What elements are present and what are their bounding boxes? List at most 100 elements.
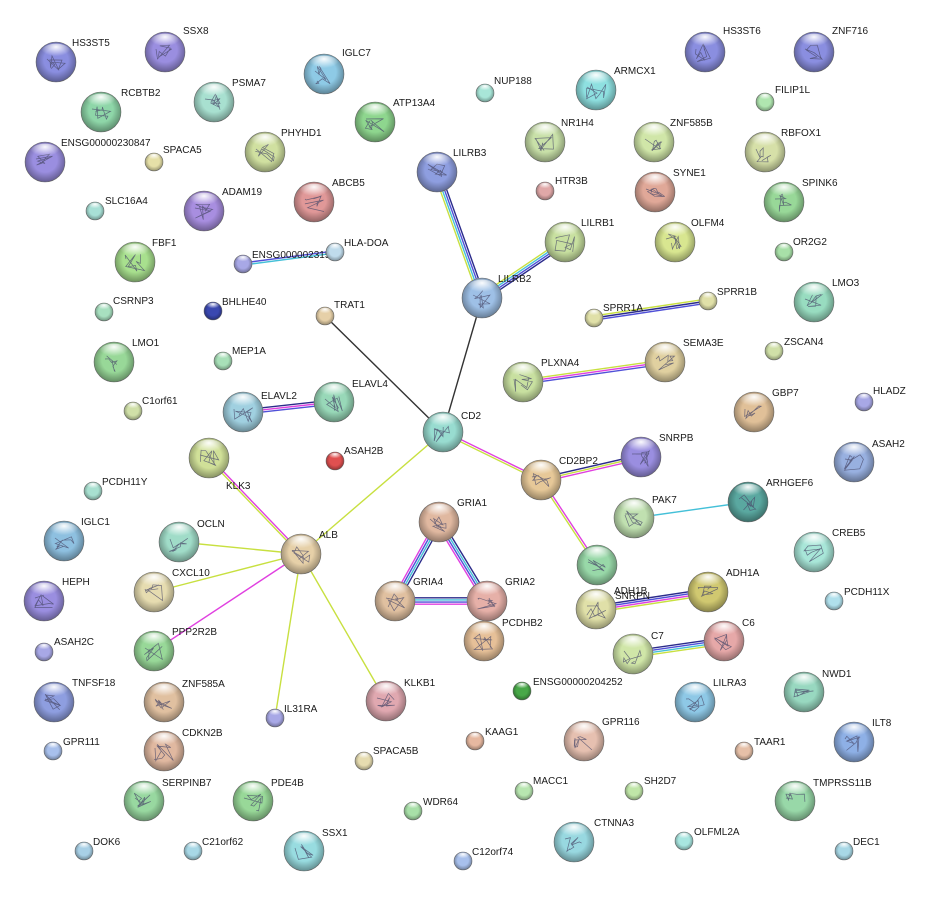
- node-kaag1[interactable]: KAAG1: [465, 727, 519, 751]
- node-lmo1[interactable]: LMO1: [93, 338, 160, 383]
- node-c21orf62[interactable]: C21orf62: [183, 837, 244, 861]
- node-lmo3[interactable]: LMO3: [793, 278, 860, 323]
- node-wdr64[interactable]: WDR64: [403, 797, 458, 821]
- node-fbf1[interactable]: FBF1: [114, 238, 177, 283]
- node-hladz[interactable]: HLADZ: [854, 386, 906, 412]
- node-adh1b[interactable]: ADH1B: [575, 586, 648, 630]
- node-ssx1[interactable]: SSX1: [283, 828, 348, 872]
- node-tmprss11b[interactable]: TMPRSS11B: [774, 778, 872, 822]
- node-znf585a[interactable]: ZNF585A: [143, 679, 225, 723]
- node-gria4[interactable]: GRIA4: [374, 577, 443, 622]
- node-rbfox1[interactable]: RBFOX1: [744, 128, 821, 173]
- node-lilra3[interactable]: LILRA3: [674, 678, 747, 723]
- node-iglc7[interactable]: IGLC7: [303, 48, 371, 95]
- node-c6[interactable]: C6: [703, 618, 755, 662]
- node-plxna4[interactable]: PLXNA4: [502, 358, 580, 403]
- edge-CD2-ALB[interactable]: [300, 431, 444, 555]
- node-adam19[interactable]: ADAM19: [183, 187, 262, 232]
- node-elavl2[interactable]: ELAVL2: [222, 391, 297, 433]
- node-phyhd1[interactable]: PHYHD1: [244, 128, 322, 173]
- node-serpinb7[interactable]: SERPINB7: [123, 778, 212, 822]
- node-alb[interactable]: ALB: [280, 530, 338, 575]
- node-il31ra[interactable]: IL31RA: [265, 704, 318, 728]
- edge-KLK3-ALB[interactable]: [207, 456, 303, 556]
- node-elavl4[interactable]: ELAVL4: [313, 379, 388, 423]
- node-atp13a4[interactable]: ATP13A4: [354, 98, 435, 143]
- node-iglc1[interactable]: IGLC1: [43, 517, 110, 562]
- node-hla-doa[interactable]: HLA-DOA: [325, 238, 389, 262]
- node-lilrb2[interactable]: LILRB2: [461, 274, 532, 319]
- edge-ALB-IL31RA[interactable]: [274, 553, 302, 719]
- node-hs3st6[interactable]: HS3ST6: [684, 26, 761, 73]
- node-cxcl10[interactable]: CXCL10: [133, 568, 210, 613]
- edge-ALB-KLKB1[interactable]: [300, 553, 387, 702]
- node-nr1h4[interactable]: NR1H4: [524, 118, 594, 163]
- edge-LILRB2-CD2[interactable]: [442, 297, 483, 433]
- node-c1orf61[interactable]: C1orf61: [123, 396, 178, 421]
- node-spaca5b[interactable]: SPACA5B: [354, 746, 419, 771]
- node-znf716[interactable]: ZNF716: [793, 26, 869, 73]
- node-macc1[interactable]: MACC1: [514, 776, 568, 801]
- node-ensg00000231558[interactable]: ENSG00000231558: [233, 250, 342, 274]
- node-trat1[interactable]: TRAT1: [315, 300, 365, 326]
- node-asah2[interactable]: ASAH2: [833, 439, 905, 483]
- node-taar1[interactable]: TAAR1: [734, 737, 786, 761]
- node-abcb5[interactable]: ABCB5: [293, 178, 365, 223]
- node-creb5[interactable]: CREB5: [793, 528, 866, 573]
- node-or2g2[interactable]: OR2G2: [774, 237, 827, 262]
- edge-OCLN-ALB[interactable]: [178, 541, 302, 555]
- node-ssx8[interactable]: SSX8: [144, 26, 209, 73]
- node-sprr1a[interactable]: SPRR1A: [584, 303, 643, 328]
- node-mep1a[interactable]: MEP1A: [213, 346, 266, 371]
- node-cdkn2b[interactable]: CDKN2B: [143, 728, 223, 772]
- edge-ALB-PPP2R2B[interactable]: [153, 553, 302, 652]
- node-pak7[interactable]: PAK7: [613, 495, 677, 539]
- node-znf585b[interactable]: ZNF585B: [633, 118, 713, 163]
- node-nwd1[interactable]: NWD1: [783, 669, 852, 713]
- node-asah2b[interactable]: ASAH2B: [325, 446, 384, 471]
- edge-LILRB3-LILRB2[interactable]: [433, 170, 486, 300]
- node-olfml2a[interactable]: OLFML2A: [674, 827, 740, 851]
- node-dec1[interactable]: DEC1: [834, 837, 880, 861]
- node-pcdh11y[interactable]: PCDH11Y: [83, 477, 148, 501]
- node-nup188[interactable]: NUP188: [475, 76, 532, 103]
- node-bhlhe40[interactable]: BHLHE40: [203, 297, 267, 321]
- node-csrnp3[interactable]: CSRNP3: [94, 296, 154, 322]
- node-ensg00000204252[interactable]: ENSG00000204252: [512, 677, 623, 701]
- node-ocln[interactable]: OCLN: [158, 519, 225, 563]
- node-c12orf74[interactable]: C12orf74: [453, 847, 514, 871]
- node-sema3e[interactable]: SEMA3E: [644, 338, 724, 383]
- node-c7[interactable]: C7: [612, 631, 664, 675]
- node-adh1a[interactable]: ADH1A: [687, 568, 760, 613]
- node-dok6[interactable]: DOK6: [74, 837, 121, 861]
- node-filip1l[interactable]: FILIP1L: [755, 85, 810, 112]
- node-olfm4[interactable]: OLFM4: [654, 218, 725, 263]
- node-ilt8[interactable]: ILT8: [833, 718, 892, 763]
- node-sh2d7[interactable]: SH2D7: [624, 776, 677, 801]
- edge-CXCL10-ALB[interactable]: [153, 553, 302, 593]
- edge-ENSG00000231558-HLA-DOA[interactable]: [242, 250, 336, 266]
- node-hs3st5[interactable]: HS3ST5: [35, 38, 110, 83]
- node-spaca5[interactable]: SPACA5: [144, 145, 202, 172]
- node-snrpn[interactable]: SNRPN: [576, 544, 650, 602]
- node-htr3b[interactable]: HTR3B: [535, 176, 588, 201]
- node-gria1[interactable]: GRIA1: [418, 498, 487, 543]
- node-ensg00000230847[interactable]: ENSG00000230847: [24, 138, 151, 183]
- node-arhgef6[interactable]: ARHGEF6: [727, 478, 814, 523]
- node-rcbtb2[interactable]: RCBTB2: [80, 88, 161, 133]
- node-klk3[interactable]: KLK3: [188, 437, 251, 492]
- node-gpr111[interactable]: GPR111: [43, 737, 100, 761]
- node-gbp7[interactable]: GBP7: [733, 388, 799, 433]
- node-asah2c[interactable]: ASAH2C: [34, 637, 94, 662]
- node-klkb1[interactable]: KLKB1: [365, 678, 436, 722]
- node-ppp2r2b[interactable]: PPP2R2B: [133, 627, 217, 672]
- node-spink6[interactable]: SPINK6: [763, 178, 838, 223]
- node-armcx1[interactable]: ARMCX1: [575, 66, 656, 111]
- node-pcdh11x[interactable]: PCDH11X: [824, 587, 890, 611]
- node-gria2[interactable]: GRIA2: [466, 577, 535, 622]
- node-psma7[interactable]: PSMA7: [193, 78, 266, 123]
- node-zscan4[interactable]: ZSCAN4: [764, 337, 824, 361]
- node-lilrb3[interactable]: LILRB3: [416, 148, 487, 193]
- node-tnfsf18[interactable]: TNFSF18: [33, 678, 116, 723]
- node-lilrb1[interactable]: LILRB1: [544, 218, 615, 263]
